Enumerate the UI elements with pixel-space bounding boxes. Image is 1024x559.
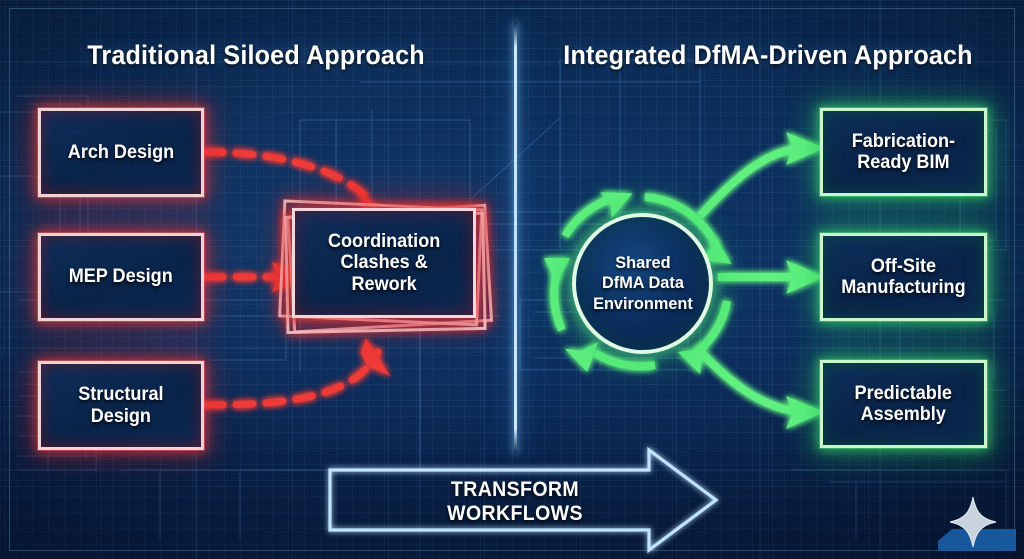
canvas-frame-border [9, 8, 1015, 551]
node-off-site-manufacturing[interactable]: Off-Site Manufacturing [820, 233, 987, 321]
sparkle-logo-icon [938, 496, 1016, 551]
node-structural-design[interactable]: Structural Design [38, 361, 204, 450]
node-fabrication-ready-bim[interactable]: Fabrication- Ready BIM [820, 108, 987, 196]
node-mep-design[interactable]: MEP Design [38, 233, 204, 321]
node-structural-design-label: Structural Design [78, 384, 164, 427]
panel-divider [514, 22, 517, 454]
node-off-site-manufacturing-label: Off-Site Manufacturing [841, 255, 966, 298]
node-shared-dfma-label: Shared DfMA Data Environment [592, 253, 693, 313]
node-shared-dfma-data-environment[interactable]: Shared DfMA Data Environment [572, 213, 713, 354]
node-coordination-clashes-label: Coordination Clashes & Rework [327, 230, 441, 295]
node-predictable-assembly-label: Predictable Assembly [854, 382, 953, 425]
node-fabrication-ready-bim-label: Fabrication- Ready BIM [851, 130, 956, 173]
node-mep-design-label: MEP Design [69, 266, 173, 288]
left-panel-title: Traditional Siloed Approach [87, 40, 425, 70]
node-coordination-clashes-body: Coordination Clashes & Rework [292, 208, 476, 318]
node-predictable-assembly[interactable]: Predictable Assembly [820, 360, 987, 448]
transform-banner-label: TRANSFORM WORKFLOWS [447, 478, 583, 525]
node-arch-design[interactable]: Arch Design [38, 108, 204, 197]
node-arch-design-label: Arch Design [67, 141, 175, 163]
node-coordination-clashes[interactable]: Coordination Clashes & Rework [278, 198, 494, 335]
right-panel-title: Integrated DfMA-Driven Approach [563, 40, 973, 70]
